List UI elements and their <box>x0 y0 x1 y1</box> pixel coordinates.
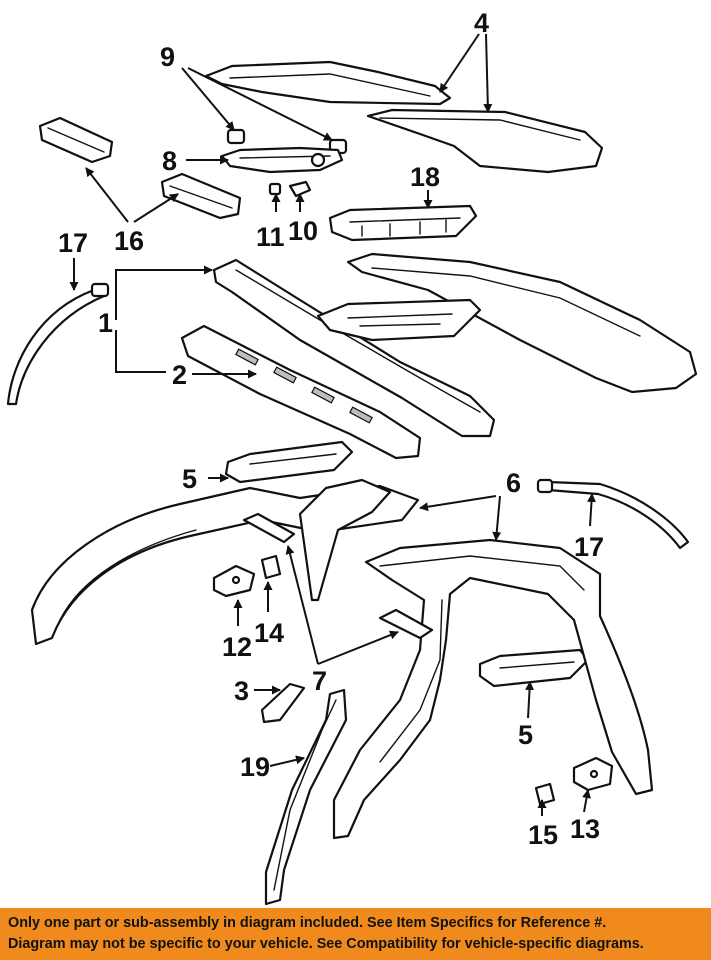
weatherstrip-part-17-right <box>536 478 690 550</box>
side-frame-part-6-right <box>332 538 654 840</box>
callout-12: 12 <box>222 632 252 662</box>
bumper-part-14 <box>260 554 282 580</box>
reinforcement-part-2 <box>180 324 422 460</box>
latch-part-8 <box>220 146 344 174</box>
hinge-part-13 <box>572 756 614 792</box>
weatherstrip-part-17-left <box>6 282 110 406</box>
roof-parts-diagram: 4 9 8 18 11 10 17 16 1 2 5 6 17 12 14 7 … <box>6 8 698 906</box>
roof-frame-part-1 <box>212 252 698 438</box>
callout-5-upper: 5 <box>182 464 197 494</box>
fastener-part-10 <box>288 180 312 198</box>
callout-18: 18 <box>410 162 440 192</box>
trim-part-18 <box>328 204 478 242</box>
pillar-weatherstrip-part-19 <box>264 688 348 906</box>
callout-17-right: 17 <box>574 532 604 562</box>
bracket-part-5-lower <box>478 648 590 688</box>
fastener-part-11 <box>268 182 282 196</box>
trim-strip-part-7 <box>242 512 434 640</box>
callout-5-lower: 5 <box>518 720 533 750</box>
guide-bracket-part-16 <box>38 116 242 220</box>
callout-2: 2 <box>172 360 187 390</box>
callout-4: 4 <box>474 8 489 38</box>
callout-10: 10 <box>288 216 318 246</box>
callout-15: 15 <box>528 820 558 850</box>
callout-9: 9 <box>160 42 175 72</box>
disclaimer-line-1: Only one part or sub-assembly in diagram… <box>8 915 607 931</box>
disclaimer-banner: Only one part or sub-assembly in diagram… <box>0 908 711 960</box>
bracket-part-5-upper <box>224 440 354 484</box>
hinge-part-12 <box>212 564 256 598</box>
clip-part-9 <box>226 128 348 155</box>
bumper-part-15 <box>534 782 556 806</box>
callout-19: 19 <box>240 752 270 782</box>
bracket-part-3 <box>260 682 306 724</box>
callout-17-left: 17 <box>58 228 88 258</box>
callout-3: 3 <box>234 676 249 706</box>
callout-13: 13 <box>570 814 600 844</box>
leader-lines <box>69 33 596 816</box>
callout-7: 7 <box>312 666 327 696</box>
callout-14: 14 <box>254 618 284 648</box>
roof-panel-part-4 <box>204 60 604 174</box>
disclaimer-line-2: Diagram may not be specific to your vehi… <box>8 936 644 952</box>
callout-16: 16 <box>114 226 144 256</box>
callout-1: 1 <box>98 308 113 338</box>
side-frame-part-6-left <box>30 478 420 646</box>
callout-6: 6 <box>506 468 521 498</box>
callout-11: 11 <box>256 222 285 252</box>
callout-8: 8 <box>162 146 177 176</box>
